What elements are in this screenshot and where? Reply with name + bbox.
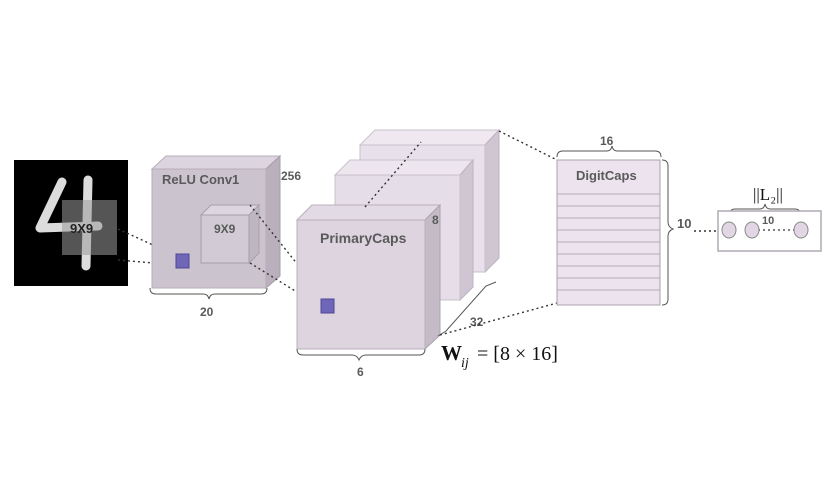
digitcaps-height-label: 10 xyxy=(677,216,691,231)
primarycaps-count-brace xyxy=(437,281,497,337)
connector-line xyxy=(364,141,422,208)
output-title: ||L₂|| xyxy=(753,185,783,204)
conv1-block: ReLU Conv1 256 9X9 20 xyxy=(149,154,301,319)
conv1-kernel-window xyxy=(200,214,250,264)
primarycaps-width-brace xyxy=(296,348,426,362)
digitcaps-title: DigitCaps xyxy=(576,168,637,183)
conv1-marker xyxy=(175,253,190,269)
digitcaps-width-brace xyxy=(556,145,662,158)
conv1-title: ReLU Conv1 xyxy=(162,172,239,187)
input-image: 9X9 xyxy=(14,160,128,286)
output-unit xyxy=(793,221,809,239)
primarycaps-stack: PrimaryCaps 8 6 32 xyxy=(295,128,501,379)
conv1-width-label: 20 xyxy=(200,305,214,319)
digitcaps-rows xyxy=(557,193,660,291)
output-brace xyxy=(729,203,801,215)
primarycaps-depth-label: 8 xyxy=(432,213,439,227)
output-unit xyxy=(721,221,737,239)
connector-line xyxy=(498,130,558,161)
connector-line xyxy=(117,228,178,257)
digitcaps-width-label: 16 xyxy=(600,134,614,148)
weight-symbol: W xyxy=(441,341,462,365)
primarycaps-marker xyxy=(320,298,335,314)
conv1-kernel-label: 9X9 xyxy=(214,222,236,236)
primarycaps-count-label: 32 xyxy=(470,315,484,329)
output-block: ||L₂|| 10 xyxy=(717,185,822,252)
connector-line xyxy=(439,302,558,336)
input-kernel-label: 9X9 xyxy=(70,221,93,236)
output-unit xyxy=(744,221,760,239)
primarycaps-width-label: 6 xyxy=(357,365,364,379)
digitcaps-block: 16 DigitCaps 10 xyxy=(556,134,691,306)
weight-subscript: ij xyxy=(461,356,469,371)
conv1-depth-label: 256 xyxy=(281,169,301,183)
conv1-width-brace xyxy=(149,287,268,300)
digitcaps-capsules xyxy=(556,159,661,306)
input-kernel-window xyxy=(62,200,117,255)
weight-formula: W ij = [8 × 16] xyxy=(441,341,558,371)
primarycaps-title: PrimaryCaps xyxy=(320,230,407,246)
weight-value: = [8 × 16] xyxy=(477,343,558,365)
digitcaps-height-brace xyxy=(661,159,675,306)
output-count-label: 10 xyxy=(762,215,774,227)
